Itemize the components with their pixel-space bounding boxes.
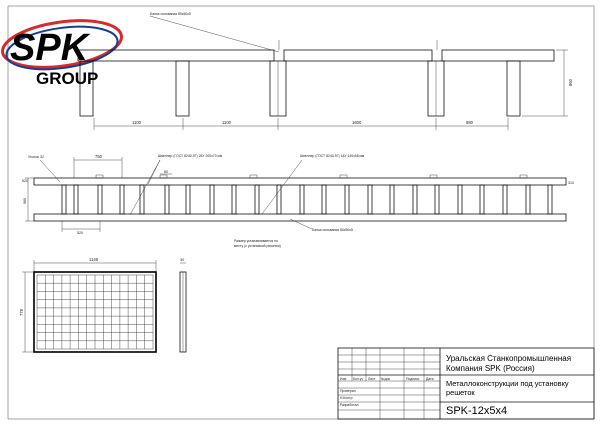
spk-logo: SPK GROUP bbox=[1, 19, 123, 88]
plan-small-dim: 80 bbox=[164, 170, 168, 174]
elevation-dim-1: 1100 bbox=[132, 120, 142, 125]
plan-cross-member bbox=[412, 184, 418, 215]
grating-height-label: 778 bbox=[19, 308, 24, 316]
plan-dim-top: 750 bbox=[95, 154, 103, 159]
elevation-dim-3: 1600 bbox=[352, 120, 362, 125]
plan-cross-member bbox=[389, 184, 395, 215]
logo-swoosh-red bbox=[1, 19, 123, 69]
plan-corner-label: Уголок 32 bbox=[28, 155, 44, 159]
plan-beam-label: Балка основания 80х50х5 bbox=[312, 228, 353, 232]
plan-bracket bbox=[519, 174, 528, 179]
tb-company-line-1: Уральская Станкопромышленная bbox=[446, 354, 571, 363]
elevation-dim-4: 880 bbox=[466, 120, 474, 125]
tb-col-kol: Кол.уч bbox=[353, 377, 363, 381]
elevation-leg-5 bbox=[506, 60, 521, 117]
plan-channel-b-label: Швеллер (ГОСТ 8240-97) 18У 140х58 мм bbox=[300, 154, 365, 158]
plan-cross-member bbox=[321, 184, 327, 215]
plan-right-side-dim: 310 bbox=[568, 181, 574, 185]
plan-cross-member bbox=[502, 184, 508, 215]
plan-channel-b-leader bbox=[261, 159, 303, 215]
sheet-frame bbox=[7, 5, 595, 420]
tb-row-nkontr: Н.Контр bbox=[340, 396, 353, 400]
plan-dim-bottom: 520 bbox=[77, 231, 83, 235]
plan-cross-member bbox=[139, 184, 145, 215]
tb-desc-line-2: решеток bbox=[446, 388, 475, 397]
plan-note-line-1: Размер устанавливается по bbox=[234, 239, 278, 243]
plan-cross-member bbox=[254, 184, 260, 215]
plan-channel-a-label: Швеллер (ГОСТ 8240-97) 28У 200х70 мм bbox=[158, 154, 223, 158]
plan-cross-member bbox=[231, 184, 237, 215]
plan-cross-member bbox=[299, 184, 305, 215]
plan-cross-members bbox=[61, 184, 553, 215]
plan-cross-member bbox=[547, 184, 553, 215]
tb-col-ndok: №док bbox=[381, 377, 391, 381]
plan-rail-bottom bbox=[33, 213, 567, 222]
plan-bracket bbox=[95, 174, 104, 179]
elevation-beam-right bbox=[441, 49, 555, 62]
plan-cross-member bbox=[119, 184, 125, 215]
tb-col-data: Дата bbox=[426, 377, 434, 381]
plan-channel-a-leader bbox=[147, 159, 161, 185]
plan-cross-member bbox=[185, 184, 191, 215]
elevation-beam-label: Балка основания 80х50х5 bbox=[150, 12, 191, 16]
plan-channel-a-leader bbox=[129, 159, 161, 216]
tb-col-list: Лист bbox=[368, 377, 376, 381]
plan-bracket bbox=[429, 174, 438, 179]
plan-left-top-dim: 520 bbox=[22, 179, 28, 183]
title-block: Изм Кол.уч Лист №док Подпись Дата Провер… bbox=[337, 347, 595, 420]
elevation-dim-2: 1100 bbox=[222, 120, 232, 125]
plan-corner-leader bbox=[39, 159, 61, 183]
grating-width-label: 1148 bbox=[89, 257, 99, 262]
logo-swoosh-blue bbox=[5, 25, 119, 71]
plan-view: 750 Уголок 32 Швеллер (ГОСТ 8240-97) 28У… bbox=[22, 154, 574, 248]
plan-bracket bbox=[249, 174, 258, 179]
tb-col-podpis: Подпись bbox=[406, 377, 420, 381]
elevation-height-label: 860 bbox=[568, 78, 573, 86]
plan-note-line-2: месту (с установкой решетки) bbox=[234, 244, 281, 248]
plan-cross-member bbox=[344, 184, 350, 215]
grating-mesh bbox=[37, 275, 153, 349]
title-block-frame bbox=[337, 347, 595, 420]
elevation-label-leader bbox=[149, 15, 280, 53]
plan-cross-member bbox=[73, 184, 79, 215]
grating-side-dim-label: 30 bbox=[180, 258, 184, 262]
plan-bracket bbox=[159, 174, 168, 179]
plan-cross-member bbox=[479, 184, 485, 215]
plan-cross-member bbox=[164, 184, 170, 215]
plan-cross-member bbox=[61, 184, 67, 215]
grating-view: 1148 778 30 bbox=[19, 257, 187, 353]
plan-cross-member bbox=[525, 184, 531, 215]
plan-bracket bbox=[339, 174, 348, 179]
plan-beam-leader bbox=[289, 218, 313, 230]
tb-company-line-2: Компания SPK (Россия) bbox=[446, 364, 535, 373]
plan-cross-member bbox=[276, 184, 282, 215]
plan-cross-member bbox=[97, 184, 103, 215]
tb-code: SPK-12х5х4 bbox=[446, 405, 507, 417]
plan-cross-member bbox=[434, 184, 440, 215]
plan-cross-member bbox=[457, 184, 463, 215]
elevation-beam-mid bbox=[283, 49, 433, 62]
tb-desc-line-1: Металлоконструкции под установку bbox=[446, 379, 569, 388]
tb-row-proveril: Проверил bbox=[340, 389, 356, 393]
plan-rail-top bbox=[33, 177, 567, 186]
elevation-leg-1 bbox=[79, 60, 94, 117]
plan-cross-member bbox=[209, 184, 215, 215]
logo-group-text: GROUP bbox=[36, 69, 98, 88]
grating-outer bbox=[33, 271, 157, 353]
elevation-view: Балка основания 80х50х5 1100 1100 1600 8… bbox=[77, 12, 573, 130]
tb-col-izm: Изм bbox=[340, 377, 347, 381]
plan-cross-member bbox=[367, 184, 373, 215]
elevation-leg-2 bbox=[175, 60, 190, 117]
tb-row-razrab: Разработал bbox=[340, 403, 358, 407]
plan-left-side-dim: 960 bbox=[23, 198, 27, 204]
logo-spk-text: SPK bbox=[10, 27, 91, 69]
